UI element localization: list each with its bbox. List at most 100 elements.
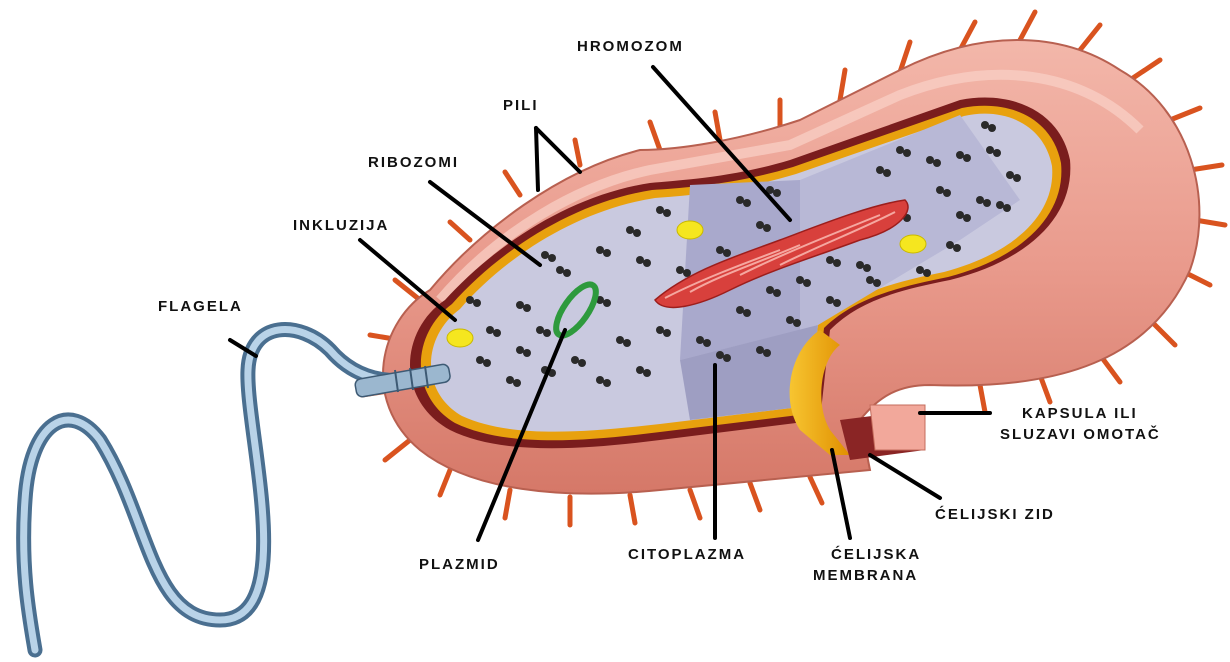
ribosome xyxy=(483,359,491,367)
ribosome xyxy=(696,336,704,344)
ribosome xyxy=(743,309,751,317)
ribosome xyxy=(826,256,834,264)
label-ribozomi: RIBOZOMI xyxy=(368,152,459,173)
ribosome xyxy=(793,319,801,327)
ribosome xyxy=(943,189,951,197)
ribosome xyxy=(903,149,911,157)
ribosome xyxy=(786,316,794,324)
ribosome xyxy=(773,289,781,297)
ribosome xyxy=(926,156,934,164)
ribosome xyxy=(916,266,924,274)
ribosome xyxy=(663,329,671,337)
label-inkluzija: INKLUZIJA xyxy=(293,215,389,236)
ribosome xyxy=(1006,171,1014,179)
ribosome xyxy=(541,251,549,259)
ribosome xyxy=(716,351,724,359)
ribosome xyxy=(596,376,604,384)
pilus xyxy=(385,440,410,460)
pilus xyxy=(840,70,845,100)
pilus xyxy=(1080,25,1100,50)
ribosome xyxy=(578,359,586,367)
ribosome xyxy=(523,304,531,312)
ribosome xyxy=(516,346,524,354)
ribosome xyxy=(506,376,514,384)
ribosome xyxy=(633,229,641,237)
ribosome xyxy=(736,196,744,204)
ribosome xyxy=(863,264,871,272)
ribosome xyxy=(473,299,481,307)
ribosome xyxy=(981,121,989,129)
label-kapsula-line2: SLUZAVI OMOTAČ xyxy=(1000,424,1161,445)
ribosome xyxy=(763,224,771,232)
label-flagela: FLAGELA xyxy=(158,296,243,317)
label-membrana: ĆELIJSKA MEMBRANA xyxy=(813,544,921,586)
ribosome xyxy=(856,261,864,269)
ribosome xyxy=(603,249,611,257)
ribosome xyxy=(536,326,544,334)
ribosome xyxy=(663,209,671,217)
ribosome xyxy=(516,301,524,309)
ribosome xyxy=(736,306,744,314)
ribosome xyxy=(756,221,764,229)
ribosome xyxy=(953,244,961,252)
ribosome xyxy=(763,349,771,357)
ribosome xyxy=(956,151,964,159)
ribosome xyxy=(833,299,841,307)
ribosome xyxy=(603,379,611,387)
inclusion xyxy=(447,329,473,347)
pilus xyxy=(650,122,660,150)
label-kapsula-line1: KAPSULA ILI xyxy=(1000,403,1161,424)
ribosome xyxy=(626,226,634,234)
ribosome xyxy=(923,269,931,277)
ribosome xyxy=(636,366,644,374)
ribosome xyxy=(963,214,971,222)
ribosome xyxy=(603,299,611,307)
pilus xyxy=(810,477,822,503)
pilus xyxy=(1190,165,1222,170)
ribosome xyxy=(988,124,996,132)
ribosome xyxy=(833,259,841,267)
ribosome xyxy=(983,199,991,207)
label-celijski-zid: ĆELIJSKI ZID xyxy=(935,504,1055,525)
ribosome xyxy=(1003,204,1011,212)
pilus xyxy=(1130,60,1160,80)
ribosome xyxy=(896,146,904,154)
ribosome xyxy=(743,199,751,207)
leader-zid xyxy=(870,455,940,498)
pilus xyxy=(505,172,520,195)
ribosome xyxy=(883,169,891,177)
ribosome xyxy=(766,286,774,294)
pilus xyxy=(450,222,470,240)
ribosome xyxy=(643,369,651,377)
label-hromozom: HROMOZOM xyxy=(577,36,684,57)
ribosome xyxy=(596,246,604,254)
ribosome xyxy=(616,336,624,344)
ribosome xyxy=(773,189,781,197)
pilus xyxy=(630,495,635,523)
ribosome xyxy=(703,339,711,347)
leader-pili-b xyxy=(536,128,580,172)
pilus xyxy=(1020,12,1035,40)
ribosome xyxy=(716,246,724,254)
pilus xyxy=(690,490,700,518)
ribosome xyxy=(513,379,521,387)
ribosome xyxy=(936,186,944,194)
pilus xyxy=(575,140,580,165)
pilus xyxy=(440,470,450,495)
ribosome xyxy=(548,254,556,262)
pilus xyxy=(505,490,510,518)
ribosome xyxy=(873,279,881,287)
ribosome xyxy=(946,241,954,249)
ribosome xyxy=(723,249,731,257)
ribosome xyxy=(486,326,494,334)
ribosome xyxy=(963,154,971,162)
ribosome xyxy=(976,196,984,204)
ribosome xyxy=(676,266,684,274)
pilus xyxy=(750,483,760,510)
pilus xyxy=(1170,108,1200,120)
pilus xyxy=(395,280,420,300)
label-pili: PILI xyxy=(503,95,539,116)
ribosome xyxy=(636,256,644,264)
ribosome xyxy=(466,296,474,304)
